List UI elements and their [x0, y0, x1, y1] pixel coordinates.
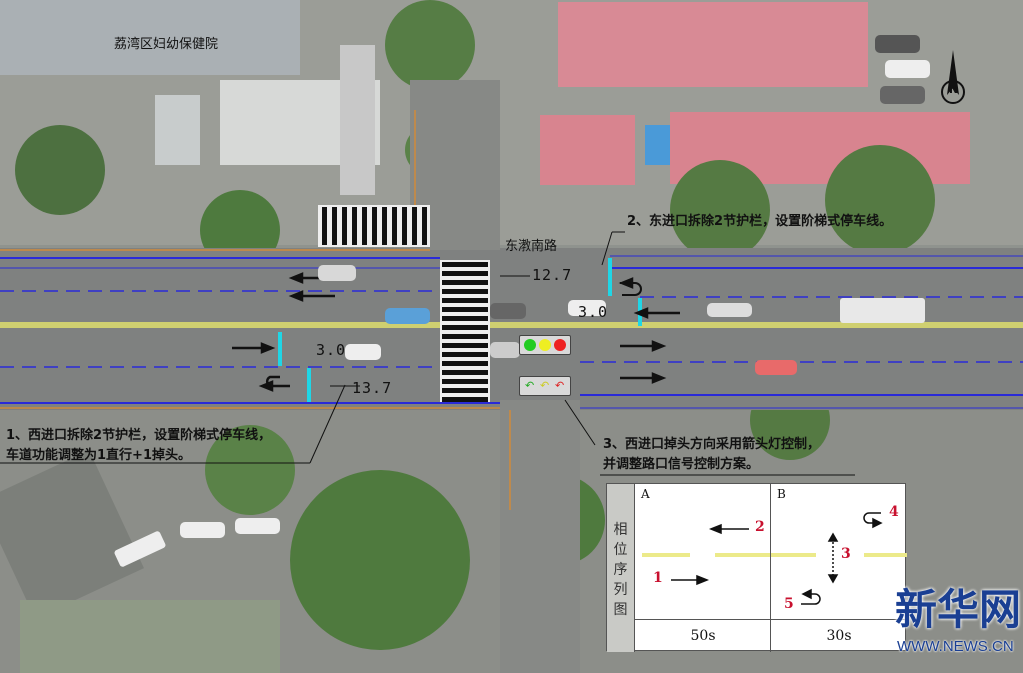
crosswalk-stripe [442, 334, 488, 339]
road-name-label: 东漖南路 [505, 239, 558, 254]
hospital-label: 荔湾区妇幼保健院 [114, 37, 219, 52]
distance-west-stop: 3.0 [316, 341, 347, 359]
crosswalk-stripe [442, 361, 488, 366]
phase-sequence-diagram: 相位序列图 A 2 1 50s B 4 3 5 30s [606, 483, 907, 652]
crosswalk-stripe [332, 207, 337, 245]
crosswalk-stripe [442, 271, 488, 276]
north-crosswalk-stripes [322, 207, 427, 245]
movement-3-label: 3 [841, 546, 851, 562]
phase-b-arrows [801, 512, 883, 605]
signal-light-round [519, 335, 571, 355]
crosswalk-stripe [442, 388, 488, 393]
crosswalk-stripe [442, 370, 488, 375]
watermark-url: WWW.NEWS.CN [897, 638, 1014, 655]
crosswalk-stripe [442, 298, 488, 303]
crosswalk-stripe [442, 262, 488, 267]
movement-2-label: 2 [755, 519, 765, 535]
yellow-uturn-arrow-icon: ↶ [540, 379, 550, 392]
crosswalk-stripe [442, 316, 488, 321]
crosswalk-stripe [442, 307, 488, 312]
crosswalk-stripe [352, 207, 357, 245]
phase-b: B 4 3 5 30s [770, 484, 907, 652]
crosswalk-stripe [442, 325, 488, 330]
vehicles [114, 35, 930, 567]
crosswalk-stripe [442, 289, 488, 294]
crosswalk-stripe [442, 397, 488, 402]
watermark-logo: 新华网 [895, 585, 1022, 634]
note-3-line-2: 并调整路口信号控制方案。 [603, 457, 760, 472]
red-roof-building [558, 2, 868, 87]
phase-a: A 2 1 50s [634, 484, 771, 652]
note-3: 3、西进口掉头方向采用箭头灯控制， 并调整路口信号控制方案。 [603, 435, 820, 475]
phase-b-label: B [777, 487, 786, 501]
yellow-light-icon [539, 339, 551, 351]
lane-arrows [232, 272, 680, 392]
note-3-line-1: 3、西进口掉头方向采用箭头灯控制， [603, 437, 821, 452]
phase-a-duration: 50s [690, 628, 716, 644]
distance-west-bottom: 13.7 [352, 379, 393, 397]
green-uturn-arrow-icon: ↶ [525, 379, 535, 392]
movement-4-label: 4 [889, 504, 899, 520]
crosswalk-stripe [442, 379, 488, 384]
phase-a-divider [635, 619, 771, 620]
crosswalk-stripe [322, 207, 327, 245]
crosswalk-stripe [442, 343, 488, 348]
movement-1-label: 1 [653, 570, 663, 586]
crosswalk-stripe [382, 207, 387, 245]
crosswalk-stripe [402, 207, 407, 245]
stop-lines [278, 258, 642, 402]
crosswalk-stripe [392, 207, 397, 245]
crosswalk-stripe [342, 207, 347, 245]
hospital-building [0, 0, 300, 75]
compass-label: N [949, 83, 959, 96]
crosswalk-stripe [442, 352, 488, 357]
crosswalk-stripe [422, 207, 427, 245]
note-1-line-1: 1、西进口拆除2节护栏，设置阶梯式停车线， [6, 428, 272, 443]
distance-east-top: 12.7 [532, 266, 573, 284]
phase-a-label: A [641, 487, 650, 501]
phase-a-arrows [671, 523, 749, 586]
phase-diagram-title: 相位序列图 [607, 484, 634, 652]
phase-b-duration: 30s [826, 628, 852, 644]
red-uturn-arrow-icon: ↶ [555, 379, 565, 392]
crosswalk-stripe [442, 280, 488, 285]
note-1-line-2: 车道功能调整为1直行+1掉头。 [6, 448, 191, 463]
distance-east-stop: 3.0 [578, 303, 609, 321]
compass-north-icon [941, 50, 965, 104]
west-crosswalk [440, 260, 490, 402]
crosswalk-stripe [412, 207, 417, 245]
note-2: 2、东进口拆除2节护栏，设置阶梯式停车线。 [627, 214, 893, 229]
signal-light-uturn-arrow: ↶ ↶ ↶ [519, 376, 571, 396]
crosswalk-stripe [372, 207, 377, 245]
red-light-icon [554, 339, 566, 351]
crosswalk-stripe [362, 207, 367, 245]
movement-5-label: 5 [784, 596, 794, 612]
note-1: 1、西进口拆除2节护栏，设置阶梯式停车线， 车道功能调整为1直行+1掉头。 [6, 426, 271, 466]
phase-b-divider [771, 619, 907, 620]
green-light-icon [524, 339, 536, 351]
